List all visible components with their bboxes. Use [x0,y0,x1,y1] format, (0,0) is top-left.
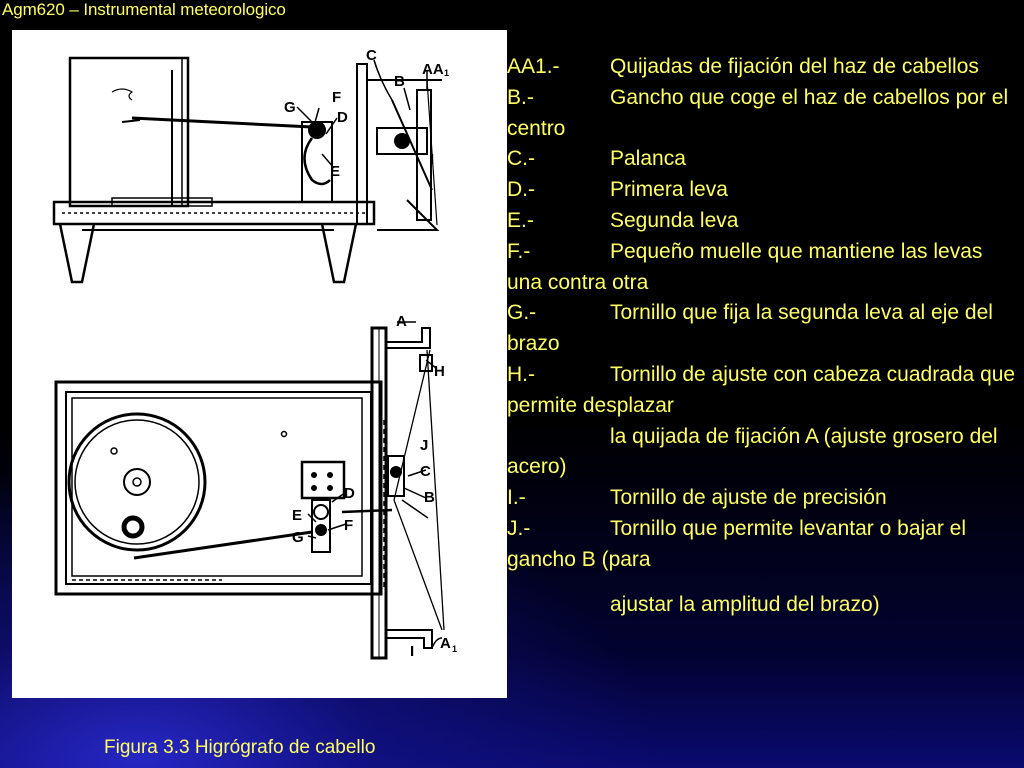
legend-item-h-continued: la quijada de fijación A (ajuste grosero… [507,422,1017,484]
legend-text: Tornillo que permite levantar o bajar el… [507,516,967,571]
legend-item-i: I.- Tornillo de ajuste de precisión [507,483,1017,514]
label-h-bottom: H [434,363,445,380]
legend-code: E.- [507,208,534,232]
legend-item-f: F.-Pequeño muelle que mantiene las levas… [507,237,1017,299]
legend-text: Palanca [610,147,686,171]
legend-text: la quijada de fijación A (ajuste grosero… [507,424,998,479]
legend-item-j: J.-Tornillo que permite levantar o bajar… [507,514,1017,576]
label-c-bottom: C [420,463,431,480]
legend-text: Gancho que coge el haz de cabellos por e… [507,85,1009,140]
legend-item-h: H.-Tornillo de ajuste con cabeza cuadrad… [507,360,1017,422]
legend-code: B.- [507,85,534,109]
legend-item-c: C.- Palanca [507,144,1017,175]
label-a1-bottom: A [440,635,451,652]
label-g-top: G [284,99,296,116]
label-aa1-top-sub: 1 [444,68,449,78]
label-b-bottom: B [424,489,435,506]
parts-legend: AA1.- Quijadas de fijación del haz de cab… [507,52,1017,620]
legend-text: Segunda leva [610,208,739,232]
label-e-bottom: E [292,507,302,524]
label-i-top: I [430,151,434,168]
legend-text: Tornillo de ajuste con cabeza cuadrada q… [507,362,1016,417]
label-f-top: F [332,89,341,106]
legend-text: Pequeño muelle que mantiene las levas un… [507,239,983,294]
label-i-bottom: I [410,643,414,660]
legend-code: D.- [507,178,535,202]
figure-caption: Figura 3.3 Higrógrafo de cabello [104,737,376,758]
legend-text: Tornillo de ajuste de precisión [610,486,887,510]
plan-view-drawing [54,326,445,660]
label-a-bottom: A [396,313,407,330]
label-f-bottom: F [344,517,353,534]
legend-item-g: G.-Tornillo que fija la segunda leva al … [507,298,1017,360]
legend-item-b: B.-Gancho que coge el haz de cabellos po… [507,83,1017,145]
slide-header-title: Agm620 – Instrumental meteorologico [2,0,286,19]
label-aa1-top: AA [422,61,444,78]
legend-text: Tornillo que fija la segunda leva al eje… [507,301,993,356]
label-b-top: B [394,73,405,90]
legend-item-j-continued: ajustar la amplitud del brazo) [507,590,1017,621]
legend-spacer [507,576,1017,590]
hygrograph-diagram: C B AA 1 G F D E I A H J C B D E F G A 1 [12,30,507,698]
label-e-top: E [330,163,340,180]
diagram-labels: C B AA 1 G F D E I A H J C B D E F G A 1 [284,47,457,660]
label-c-top: C [366,47,377,64]
label-leaders [296,59,443,649]
label-a1-bottom-sub: 1 [452,644,457,654]
legend-code: J.- [507,516,531,540]
label-g-bottom: G [292,529,304,546]
legend-item-aa1: AA1.- Quijadas de fijación del haz de cab… [507,52,1017,83]
legend-code: AA1.- [507,55,560,78]
legend-item-e: E.- Segunda leva [507,206,1017,237]
legend-code: I.- [507,486,526,510]
label-j-bottom: J [420,437,428,454]
legend-code: F.- [507,239,531,263]
legend-code: G.- [507,301,537,325]
legend-code: C.- [507,147,535,171]
label-d-bottom: D [344,485,355,502]
side-view-drawing [52,56,442,284]
legend-text: Primera leva [610,178,728,202]
label-d-top: D [337,109,348,126]
legend-item-d: D.- Primera leva [507,175,1017,206]
legend-text: Quijadas de fijación del haz de cabellos [610,55,979,78]
legend-code: H.- [507,362,535,386]
legend-tail-text: ajustar la amplitud del brazo) [610,592,880,616]
